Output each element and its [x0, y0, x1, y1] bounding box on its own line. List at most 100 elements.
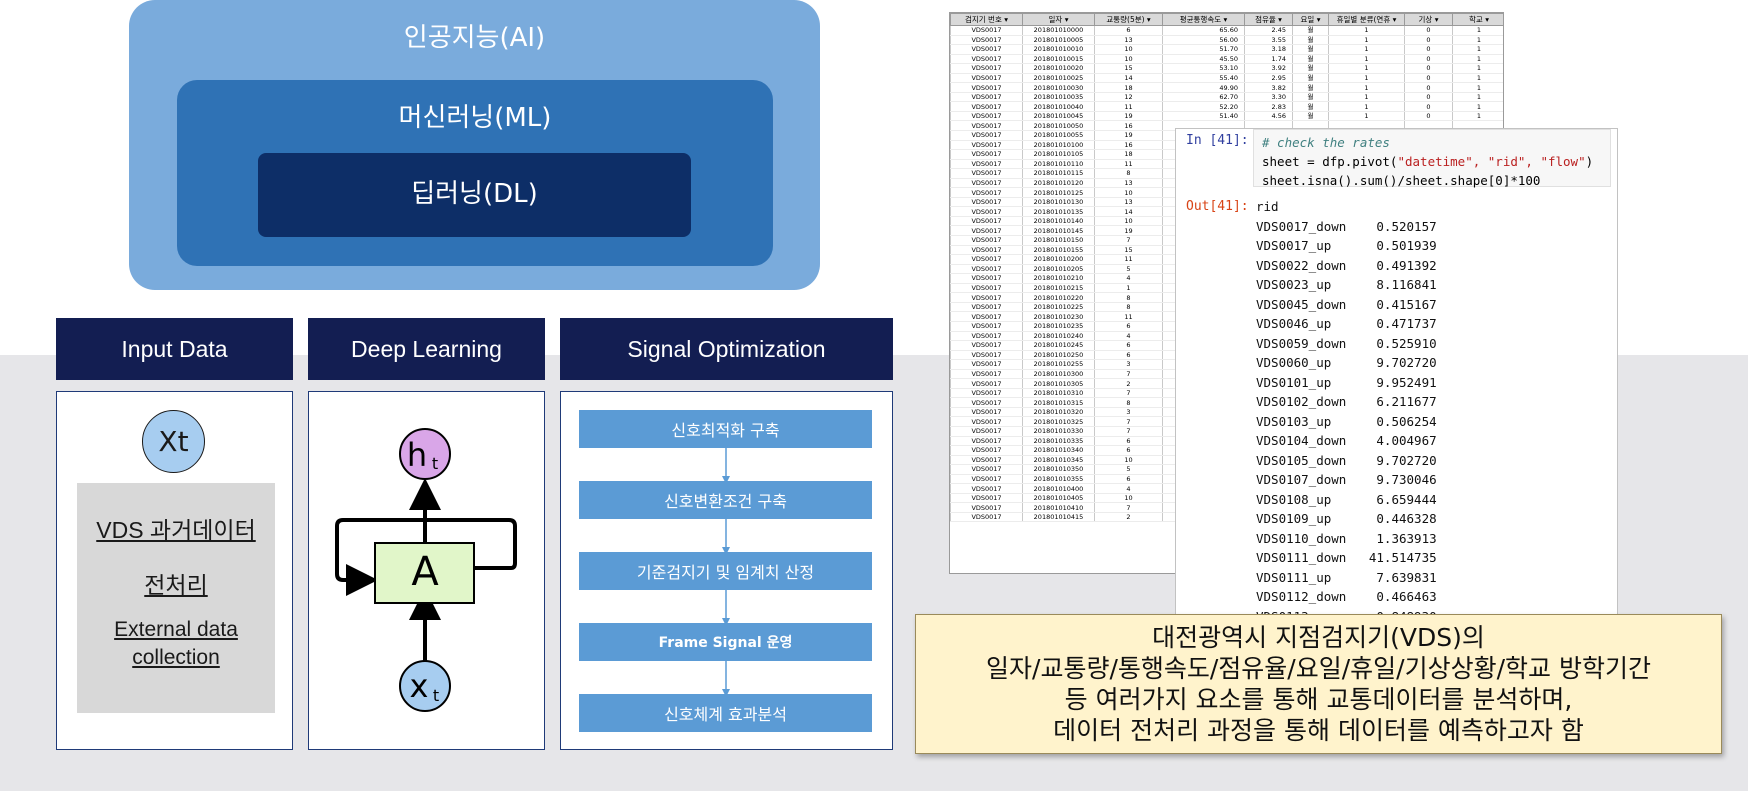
- table-cell: 15: [1094, 245, 1163, 256]
- output-row: VDS0110_down 1.363913: [1256, 530, 1437, 546]
- table-cell: VDS0017: [950, 445, 1023, 456]
- table-cell: 6: [1094, 340, 1163, 351]
- table-cell: 19: [1094, 111, 1163, 122]
- table-cell: 201801010305: [1022, 378, 1095, 389]
- table-cell: 월: [1292, 25, 1329, 36]
- signal-step-1: 신호최적화 구축: [579, 410, 872, 448]
- table-cell: 6: [1094, 474, 1163, 485]
- table-cell: 1: [1452, 35, 1503, 46]
- table-cell: 13: [1094, 197, 1163, 208]
- table-cell: 6: [1094, 321, 1163, 332]
- notebook-cell: In [41]: # check the rates sheet = dfp.p…: [1175, 128, 1618, 618]
- table-cell: 201801010355: [1022, 474, 1095, 485]
- table-cell: 201801010045: [1022, 111, 1095, 122]
- flow-arrowhead-2: [722, 547, 730, 555]
- table-cell: VDS0017: [950, 25, 1023, 36]
- table-cell: VDS0017: [950, 225, 1023, 237]
- table-cell: 201801010255: [1022, 359, 1095, 370]
- code-pivot-close: ): [1585, 154, 1594, 169]
- output-row: VDS0101_up 9.952491: [1256, 374, 1437, 390]
- table-cell: 18: [1094, 149, 1163, 160]
- table-cell: 3.55: [1244, 35, 1293, 46]
- table-cell: 0: [1404, 54, 1453, 65]
- table-cell: 0: [1404, 25, 1453, 36]
- table-cell: 1: [1094, 283, 1163, 294]
- table-cell: VDS0017: [950, 245, 1023, 256]
- table-cell: 53.10: [1162, 63, 1245, 74]
- table-cell: 201801010050: [1022, 120, 1095, 131]
- table-cell: 0: [1404, 63, 1453, 74]
- signal-step-3: 기준검지기 및 임계치 산정: [579, 552, 872, 590]
- table-cell: 18: [1094, 82, 1163, 93]
- output-row: VDS0109_up 0.446328: [1256, 511, 1437, 526]
- table-cell: 201801010035: [1022, 92, 1095, 103]
- table-cell: 월: [1292, 92, 1329, 103]
- code-comment: # check the rates: [1262, 135, 1390, 150]
- xt-node: Xt: [142, 410, 205, 473]
- output-row: VDS0103_up 0.506254: [1256, 413, 1437, 429]
- table-cell: VDS0017: [950, 120, 1023, 131]
- table-cell: 201801010415: [1022, 512, 1095, 523]
- table-cell: 201801010015: [1022, 54, 1095, 65]
- table-cell: 10: [1094, 54, 1163, 65]
- table-cell: VDS0017: [950, 264, 1023, 275]
- table-cell: VDS0017: [950, 512, 1023, 523]
- x-node: [399, 660, 451, 712]
- a-cell: [374, 542, 475, 604]
- table-cell: 5: [1094, 464, 1163, 475]
- table-cell: VDS0017: [950, 63, 1023, 74]
- table-cell: 201801010215: [1022, 283, 1095, 294]
- table-cell: 0: [1404, 44, 1453, 55]
- note-line-1: 대전광역시 지점검지기(VDS)의: [1152, 623, 1485, 652]
- table-cell: 1: [1452, 92, 1503, 103]
- output-row: VDS0104_down 4.004967: [1256, 433, 1437, 448]
- ai-label: 인공지능(AI): [403, 23, 546, 53]
- table-cell: 201801010230: [1022, 311, 1095, 322]
- output-row: VDS0059_down 0.525910: [1256, 335, 1437, 351]
- table-cell: 13: [1094, 35, 1163, 46]
- recurrent-loop-arrow: [335, 518, 517, 596]
- table-cell: VDS0017: [950, 378, 1023, 389]
- table-cell: VDS0017: [950, 407, 1023, 418]
- table-cell: 201801010300: [1022, 369, 1095, 380]
- table-cell: 201801010315: [1022, 397, 1095, 408]
- table-cell: 201801010330: [1022, 426, 1095, 437]
- table-cell: VDS0017: [950, 92, 1023, 103]
- table-cell: 201801010205: [1022, 264, 1095, 275]
- table-cell: 2.45: [1244, 25, 1293, 36]
- table-cell: 3.82: [1244, 82, 1293, 93]
- output-row: VDS0105_down 9.702720: [1256, 452, 1437, 468]
- output-row: VDS0107_down 9.730046: [1256, 472, 1437, 487]
- table-cell: VDS0017: [950, 416, 1023, 427]
- table-cell: VDS0017: [950, 130, 1023, 141]
- table-header-row: 검지기 번호 ▾일자 ▾교통량(5분) ▾평균통행속도 ▾점유율 ▾요일 ▾휴일…: [950, 13, 1503, 26]
- table-cell: 1: [1452, 82, 1503, 93]
- table-header-cell: 기상 ▾: [1404, 13, 1453, 26]
- table-cell: 1: [1328, 35, 1405, 46]
- table-header-cell: 휴일별 분류(연휴 ▾: [1328, 13, 1405, 26]
- table-cell: VDS0017: [950, 187, 1023, 198]
- table-cell: 7: [1094, 388, 1163, 399]
- table-cell: 201801010310: [1022, 388, 1095, 399]
- table-cell: 1: [1328, 63, 1405, 74]
- a-cell-label: A: [411, 549, 439, 595]
- table-cell: 1: [1452, 44, 1503, 55]
- table-cell: VDS0017: [950, 101, 1023, 112]
- table-cell: 10: [1094, 187, 1163, 198]
- table-cell: 1: [1452, 73, 1503, 84]
- table-cell: 13: [1094, 178, 1163, 189]
- output-row: VDS0108_up 6.659444: [1256, 491, 1437, 507]
- table-header-cell: 학교 ▾: [1452, 13, 1503, 26]
- table-cell: 1: [1452, 25, 1503, 36]
- table-cell: 0: [1404, 82, 1453, 93]
- table-cell: 1: [1328, 82, 1405, 93]
- table-cell: VDS0017: [950, 178, 1023, 189]
- output-row: VDS0017_up 0.501939: [1256, 238, 1437, 253]
- table-cell: VDS0017: [950, 197, 1023, 208]
- table-cell: VDS0017: [950, 436, 1023, 447]
- table-cell: 월: [1292, 73, 1329, 84]
- signal-step-2: 신호변환조건 구축: [579, 481, 872, 519]
